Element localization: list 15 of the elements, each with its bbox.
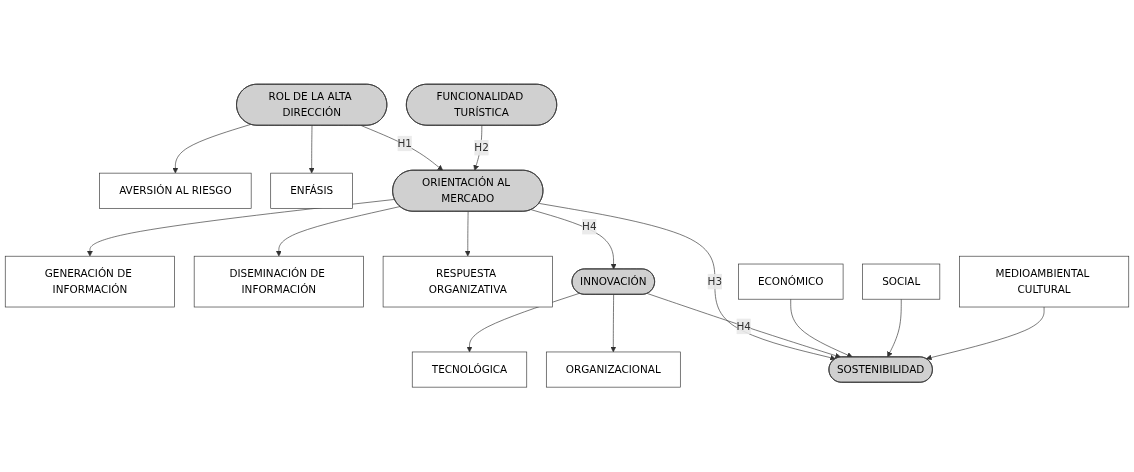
node-box: ORGANIZACIONAL <box>546 351 681 388</box>
node-box: RESPUESTA ORGANIZATIVA <box>382 256 553 308</box>
edge-label: H1 <box>397 137 412 150</box>
node-box: ENFÁSIS <box>270 173 353 209</box>
node-box: DISEMINACIÓN DE INFORMACIÓN <box>193 256 364 308</box>
node-box: SOCIAL <box>862 264 941 300</box>
edge-label: H3 <box>707 275 723 288</box>
edge-label: H2 <box>474 141 489 154</box>
node-box: MEDIOAMBIENTAL CULTURAL <box>959 256 1130 308</box>
edge-label: H4 <box>582 220 597 233</box>
node-box: AVERSIÓN AL RIESGO <box>99 173 252 209</box>
node-box: ECONÓMICO <box>738 264 844 300</box>
node-box: GENERACIÓN DE INFORMACIÓN <box>4 256 175 308</box>
edge-label: H4 <box>736 320 751 333</box>
node-box: TECNOLÓGICA <box>411 351 528 388</box>
